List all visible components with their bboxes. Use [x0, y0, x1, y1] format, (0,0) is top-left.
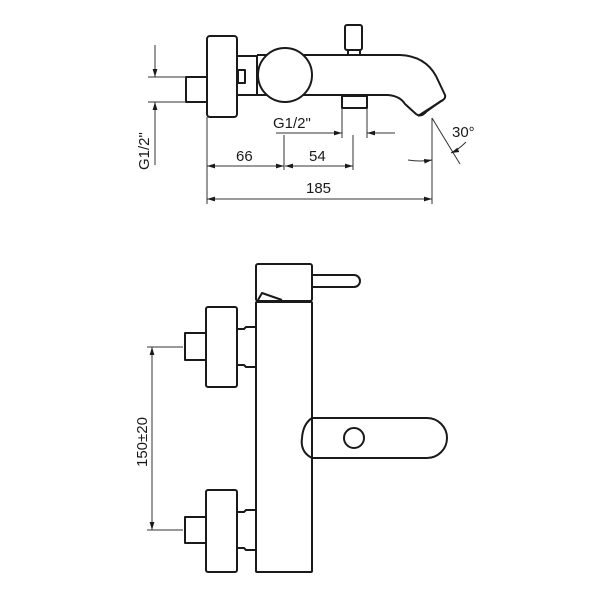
connector-nub [237, 69, 246, 84]
dim-spacing: 150±20 [134, 417, 151, 467]
connector [236, 55, 258, 96]
spout-hole [343, 427, 365, 449]
angle-label: 30° [452, 124, 475, 141]
lever-handle [312, 274, 361, 288]
lower-inlet-pipe [184, 516, 207, 544]
top-view: G1/2" G1/2" 66 54 185 30° [136, 24, 475, 204]
lower-connector [237, 509, 256, 551]
aerator [417, 99, 444, 117]
diverter-knob [344, 24, 363, 51]
upper-flange [205, 306, 238, 388]
wall-flange [206, 35, 238, 118]
mixer-body [257, 47, 313, 103]
upper-inlet-pipe [184, 332, 207, 361]
upper-connector [237, 326, 256, 368]
thread-horizontal-label: G1/2" [273, 115, 311, 132]
thread-vertical-label: G1/2" [136, 132, 153, 170]
dim-66: 66 [236, 148, 253, 165]
lever-wedge [257, 292, 283, 301]
knob-neck [347, 49, 361, 56]
lever-cap [255, 263, 313, 302]
front-view: 150±20 [134, 263, 448, 573]
mixer-body-front [255, 301, 313, 573]
inlet-pipe [185, 76, 208, 103]
dim-54: 54 [309, 148, 326, 165]
lower-flange [205, 489, 238, 573]
diverter-spout-front [300, 417, 448, 459]
shower-outlet [341, 95, 368, 109]
dim-185: 185 [306, 180, 331, 197]
